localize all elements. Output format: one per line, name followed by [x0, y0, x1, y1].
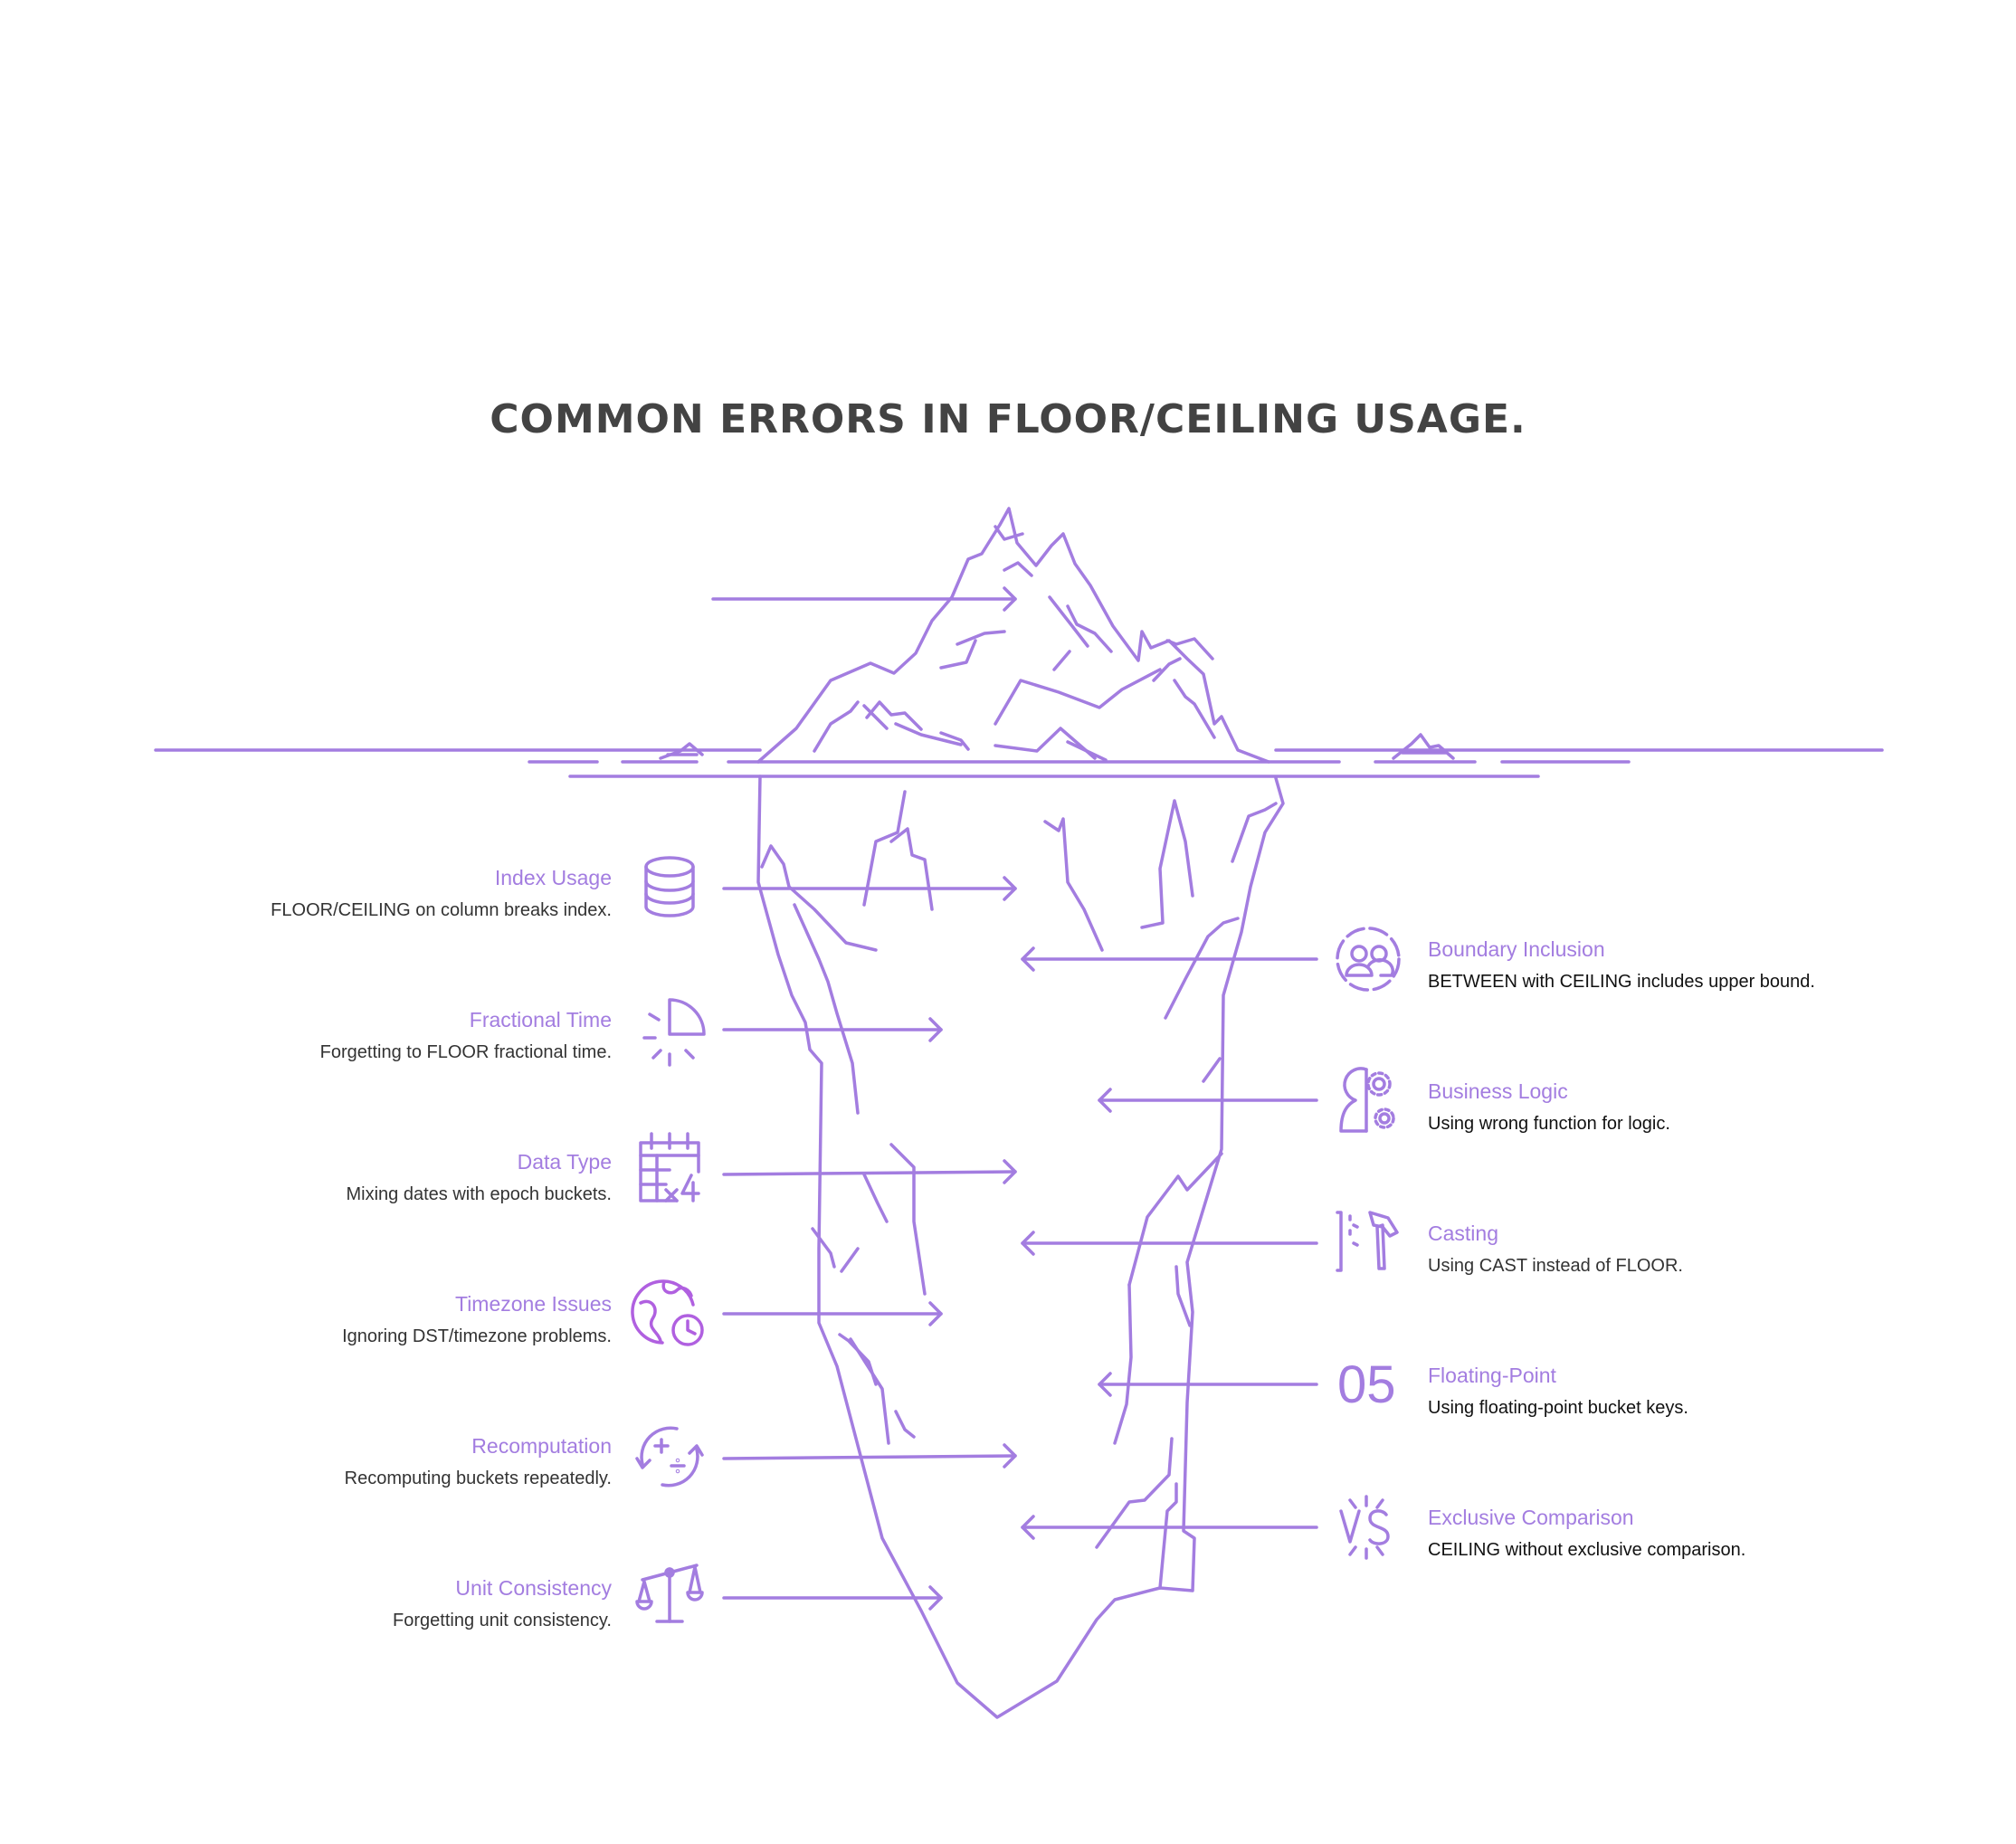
error-item-floating-point: Floating-Point Using floating-point buck… — [1428, 1362, 1989, 1421]
item-description: CEILING without exclusive comparison. — [1428, 1540, 1746, 1560]
error-item-data-type: Data Type Mixing dates with epoch bucket… — [51, 1148, 613, 1208]
arrow-tip — [713, 588, 1015, 610]
error-item-recomputation: Recomputation Recomputing buckets repeat… — [51, 1432, 612, 1492]
error-item-unit-consistency: Unit Consistency Forgetting unit consist… — [51, 1574, 612, 1634]
error-item-casting: Casting Using CAST instead of FLOOR. — [1428, 1220, 1989, 1279]
head-gears-icon — [1341, 1069, 1393, 1131]
arrow-right-2 — [1099, 1089, 1317, 1111]
arrow-left-1 — [724, 878, 1015, 899]
globe-clock-icon — [632, 1281, 702, 1345]
item-description: Using CAST instead of FLOOR. — [1428, 1256, 1683, 1276]
arrow-left-2 — [724, 1019, 941, 1041]
error-item-index-usage: Index Usage FLOOR/CEILING on column brea… — [51, 864, 612, 924]
arrow-left-6 — [724, 1587, 941, 1609]
arrow-left-4 — [724, 1303, 941, 1325]
item-description: Forgetting unit consistency. — [393, 1611, 612, 1630]
number-icon: 05 — [1337, 1355, 1396, 1414]
item-title: Casting — [1428, 1221, 1498, 1245]
item-title: Business Logic — [1428, 1079, 1568, 1103]
small-ice-chunk-right — [1393, 735, 1453, 758]
item-description: Ignoring DST/timezone problems. — [342, 1326, 612, 1346]
item-description: Using wrong function for logic. — [1428, 1114, 1670, 1134]
pie-slice-icon — [644, 1000, 704, 1065]
item-description: FLOOR/CEILING on column breaks index. — [271, 900, 612, 920]
item-title: Unit Consistency — [455, 1576, 612, 1600]
calculation-cycle-icon — [637, 1428, 702, 1486]
arrow-right-5 — [1022, 1516, 1317, 1538]
item-description: Recomputing buckets repeatedly. — [344, 1469, 612, 1488]
group-circle-icon — [1337, 928, 1399, 990]
item-title: Recomputation — [471, 1434, 612, 1458]
arrow-right-1 — [1022, 948, 1317, 970]
item-description: BETWEEN with CEILING includes upper boun… — [1428, 972, 1815, 992]
versus-icon — [1341, 1497, 1388, 1558]
error-item-boundary-inclusion: Boundary Inclusion BETWEEN with CEILING … — [1428, 936, 1989, 995]
item-title: Timezone Issues — [455, 1292, 612, 1316]
water-surface-lines — [156, 750, 1882, 776]
arrow-left-5 — [724, 1445, 1015, 1467]
arrow-right-4 — [1099, 1373, 1317, 1395]
balance-scale-icon — [637, 1565, 702, 1621]
item-title: Fractional Time — [469, 1008, 612, 1031]
database-icon — [646, 858, 693, 916]
item-title: Boundary Inclusion — [1428, 937, 1605, 961]
arrow-right-3 — [1022, 1232, 1317, 1254]
item-title: Index Usage — [494, 866, 612, 889]
item-title: Exclusive Comparison — [1428, 1506, 1634, 1529]
item-description: Using floating-point bucket keys. — [1428, 1398, 1688, 1418]
page-title: COMMON ERRORS IN FLOOR/CEILING USAGE. — [490, 396, 1526, 442]
hammer-icon — [1337, 1212, 1397, 1270]
arrows — [713, 588, 1317, 1609]
error-item-fractional-time: Fractional Time Forgetting to FLOOR frac… — [51, 1006, 612, 1066]
error-item-timezone-issues: Timezone Issues Ignoring DST/timezone pr… — [51, 1290, 612, 1350]
iceberg-underwater — [758, 776, 1283, 1717]
item-title: Floating-Point — [1428, 1364, 1556, 1387]
item-description: Forgetting to FLOOR fractional time. — [319, 1042, 612, 1062]
error-item-exclusive-comparison: Exclusive Comparison CEILING without exc… — [1428, 1504, 1989, 1564]
error-item-business-logic: Business Logic Using wrong function for … — [1428, 1078, 1989, 1137]
iceberg-tip — [758, 509, 1269, 762]
item-description: Mixing dates with epoch buckets. — [346, 1184, 613, 1204]
arrow-left-3 — [724, 1161, 1015, 1183]
calendar-multiply-icon — [641, 1134, 699, 1201]
small-ice-chunk-left — [661, 744, 702, 758]
item-title: Data Type — [517, 1150, 612, 1174]
